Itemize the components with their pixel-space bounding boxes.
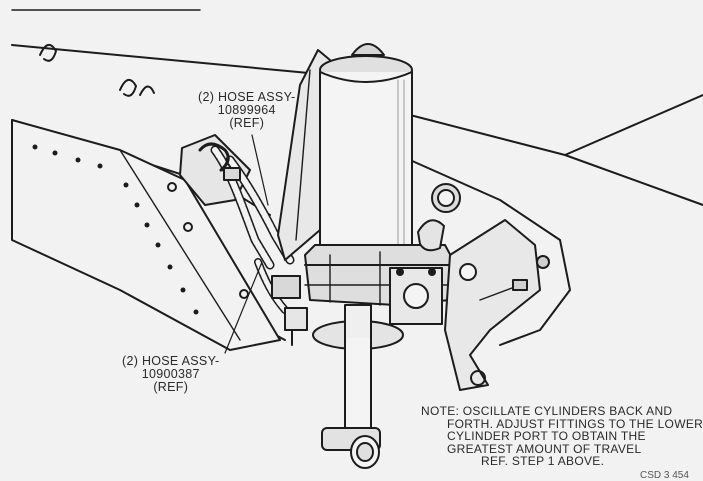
note-line3: CYLINDER PORT TO OBTAIN THE (447, 429, 646, 443)
upper-hose-callout-line3: (REF) (229, 116, 265, 130)
hydraulic-cylinder (319, 43, 413, 251)
upper-hose-callout-line1: (2) HOSE ASSY- (198, 90, 296, 104)
lower-hose-callout-line1: (2) HOSE ASSY- (122, 354, 220, 368)
cylinder-head-block (304, 244, 453, 325)
note-line1: NOTE: OSCILLATE CYLINDERS BACK AND (421, 404, 673, 418)
right-mount-bracket (444, 219, 550, 391)
figure-code: CSD 3 454 (640, 470, 689, 481)
hull-clips (39, 44, 155, 97)
leader-lines (224, 134, 269, 354)
note-line5: REF. STEP 1 ABOVE. (481, 454, 605, 468)
lower-hose-callout-line3: (REF) (153, 380, 189, 394)
note-line2: FORTH. ADJUST FITTINGS TO THE LOWER (447, 416, 703, 431)
lower-hose-callout-line2: 10900387 (141, 367, 200, 381)
upper-hose-callout: (2) HOSE ASSY- 10899964 (REF) (198, 91, 296, 130)
upper-hose-callout-line2: 10899964 (217, 103, 276, 117)
note-line4: GREATEST AMOUNT OF TRAVEL (447, 441, 642, 456)
assembly-note: NOTE: OSCILLATE CYLINDERS BACK AND FORTH… (421, 405, 703, 468)
elbow-fittings (417, 183, 461, 252)
piston-rod (312, 304, 404, 469)
side-plate (11, 119, 281, 351)
upper-hose-pair (198, 142, 295, 270)
lower-hose-callout: (2) HOSE ASSY- 10900387 (REF) (122, 355, 220, 394)
